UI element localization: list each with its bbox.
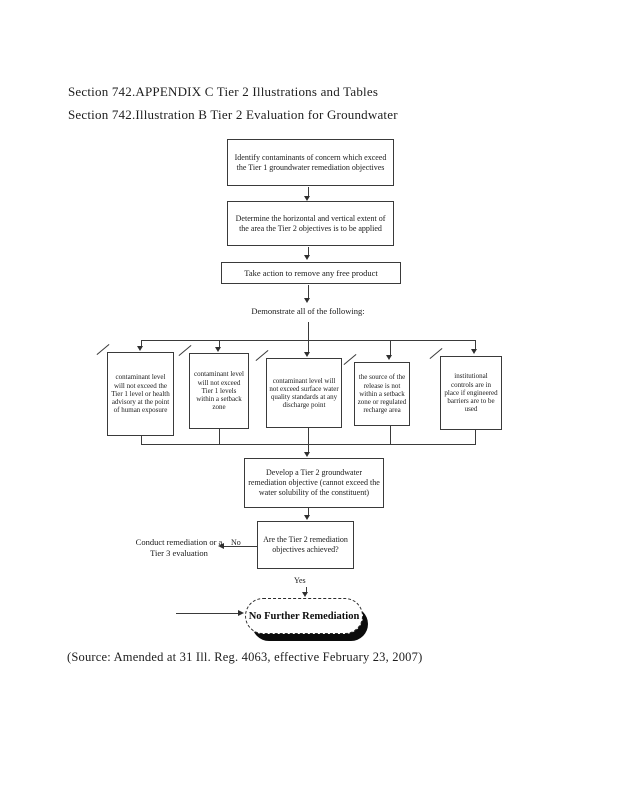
flow-step-free-product-label: Take action to remove any free product [244,267,378,278]
arrow-right-icon [238,610,244,616]
connector-line-7 [306,587,307,593]
branch-drop-4 [390,340,391,356]
condition-release-source-label: the source of the release is not within … [357,373,407,415]
source-note: (Source: Amended at 31 Ill. Reg. 4063, e… [67,650,423,664]
arrow-down-icon-8 [471,349,477,354]
demonstrate-label: Demonstrate all of the following: [251,306,365,316]
condition-surface-water-label: contaminant level will not exceed surfac… [269,376,339,410]
merge-line-bottom [141,444,476,445]
flow-step-identify-contaminants: Identify contaminants of concern which e… [227,139,394,186]
condition-box-setback-zone-levels: contaminant level will not exceed Tier 1… [178,344,249,429]
page-subtitle: Section 742.Illustration B Tier 2 Evalua… [68,107,398,122]
no-branch-line [224,546,257,547]
condition-human-exposure-label: contaminant level will not exceed the Ti… [111,373,170,415]
decision-box-objectives-achieved: Are the Tier 2 remediation objectives ac… [257,521,354,569]
yes-branch-label: Yes [294,576,306,585]
arrow-down-icon-2 [304,255,310,260]
merge-drop-4 [390,426,391,445]
flow-step-determine-label: Determine the horizontal and vertical ex… [235,213,386,233]
page-title: Section 742.APPENDIX C Tier 2 Illustrati… [68,84,379,99]
condition-setback-levels-label: contaminant level will not exceed Tier 1… [194,370,244,412]
arrow-down-icon-11 [302,592,308,597]
merge-drop-5 [475,430,476,445]
arrow-down-icon-3 [304,298,310,303]
merge-drop-2 [219,429,220,445]
terminal-label: No Further Remediation [248,610,360,622]
arrow-down-icon-10 [304,515,310,520]
condition-box-surface-water: contaminant level will not exceed surfac… [255,349,342,428]
arrow-down-icon-5 [137,346,143,351]
arrow-down-icon-7 [386,355,392,360]
flow-step-develop-objective: Develop a Tier 2 groundwater remediation… [244,458,384,508]
connector-line-3 [308,285,309,299]
arrow-left-icon [218,543,224,549]
flow-step-determine-extent: Determine the horizontal and vertical ex… [227,201,394,246]
arrow-down-icon-1 [304,196,310,201]
flow-step-free-product: Take action to remove any free product [221,262,401,284]
arrow-down-icon-9 [304,452,310,457]
flow-step-develop-label: Develop a Tier 2 groundwater remediation… [248,468,380,497]
corner-tick-icon [255,349,269,362]
condition-box-human-exposure: contaminant level will not exceed the Ti… [96,343,174,436]
condition-institutional-controls-label: institutional controls are in place if e… [444,372,498,414]
corner-tick-icon [96,343,110,356]
arrow-down-icon-6 [215,347,221,352]
connector-line-4 [308,322,309,353]
connector-line-1 [308,187,309,197]
conduct-remediation-text: Conduct remediation or a Tier 3 evaluati… [135,537,223,558]
arrow-down-icon-4 [304,352,310,357]
branch-drop-1 [141,340,142,347]
corner-tick-icon [343,353,357,366]
connector-line-5 [308,445,309,453]
branch-line-top [141,340,476,341]
flow-step-identify-label: Identify contaminants of concern which e… [234,152,387,172]
merge-drop-1 [141,436,142,445]
condition-box-institutional-controls: institutional controls are in place if e… [429,347,502,430]
terminal-no-further-remediation: No Further Remediation [245,598,363,634]
merge-drop-3 [308,428,309,445]
corner-tick-icon [178,344,192,357]
decision-question-label: Are the Tier 2 remediation objectives ac… [263,535,348,554]
no-branch-label: No [231,538,241,547]
connector-line-6 [308,508,309,516]
branch-drop-2 [219,340,220,348]
condition-box-release-source: the source of the release is not within … [343,353,410,426]
terminal-entry-line [176,613,238,614]
connector-line-2 [308,247,309,256]
branch-drop-5 [475,340,476,350]
corner-tick-icon [429,347,443,360]
